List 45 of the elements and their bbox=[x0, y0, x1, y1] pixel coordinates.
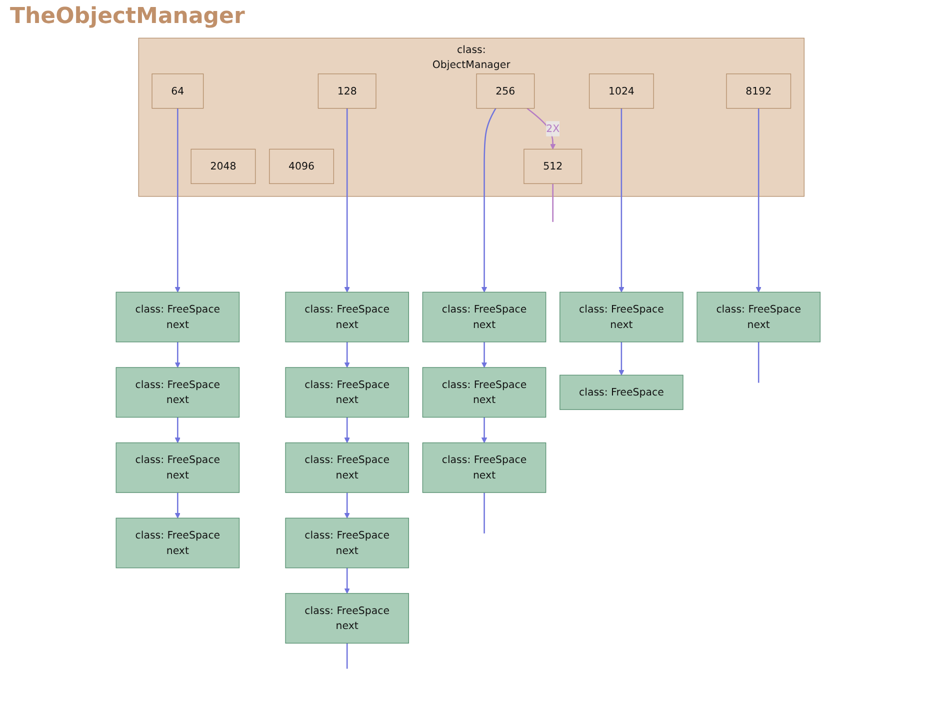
node-box: 4096 bbox=[268, 148, 334, 184]
arrow bbox=[618, 342, 624, 376]
node-box: class: FreeSpace next bbox=[422, 292, 546, 342]
node-box: class: FreeSpace next bbox=[116, 518, 240, 568]
arrow bbox=[526, 108, 556, 150]
node-box: 64 bbox=[152, 74, 204, 109]
node-box: class: FreeSpace next bbox=[422, 442, 546, 493]
connector bbox=[552, 184, 554, 222]
node-box: class: FreeSpace next bbox=[116, 442, 240, 493]
arrow bbox=[344, 417, 350, 444]
node-box: class: FreeSpace next bbox=[116, 367, 240, 418]
node-box: class: FreeSpace next bbox=[285, 518, 409, 568]
node-box: 128 bbox=[318, 74, 376, 109]
arrow bbox=[756, 108, 762, 292]
connector bbox=[346, 643, 348, 669]
arrow bbox=[481, 417, 487, 444]
node-box: 512 bbox=[524, 148, 582, 184]
node-box: class: FreeSpace next bbox=[285, 367, 409, 418]
arrow bbox=[344, 108, 350, 292]
connector bbox=[483, 492, 485, 534]
arrow bbox=[174, 108, 180, 292]
node-box: class: FreeSpace next bbox=[285, 442, 409, 493]
edge-label: 2X bbox=[546, 122, 560, 134]
arrow bbox=[618, 108, 624, 292]
node-box: class: FreeSpace next bbox=[285, 593, 409, 644]
arrow bbox=[481, 342, 487, 368]
connector bbox=[758, 342, 760, 383]
diagram-title: TheObjectManager bbox=[10, 4, 246, 29]
arrow bbox=[174, 492, 180, 518]
node-box: class: FreeSpace next bbox=[559, 292, 684, 342]
node-box: class: FreeSpace next bbox=[696, 292, 820, 342]
node-box: class: FreeSpace next bbox=[422, 367, 546, 418]
node-box: class: FreeSpace bbox=[559, 374, 684, 410]
node-box: class: FreeSpace next bbox=[116, 292, 240, 342]
arrow bbox=[174, 342, 180, 368]
arrow bbox=[344, 342, 350, 368]
arrow bbox=[344, 492, 350, 518]
arrow bbox=[481, 108, 496, 292]
node-box: 1024 bbox=[588, 74, 654, 109]
node-box: class: FreeSpace next bbox=[285, 292, 409, 342]
node-box: 2048 bbox=[190, 148, 256, 184]
node-box: 8192 bbox=[726, 74, 791, 109]
arrow bbox=[174, 417, 180, 444]
node-box: 256 bbox=[476, 74, 534, 109]
arrow bbox=[344, 568, 350, 594]
